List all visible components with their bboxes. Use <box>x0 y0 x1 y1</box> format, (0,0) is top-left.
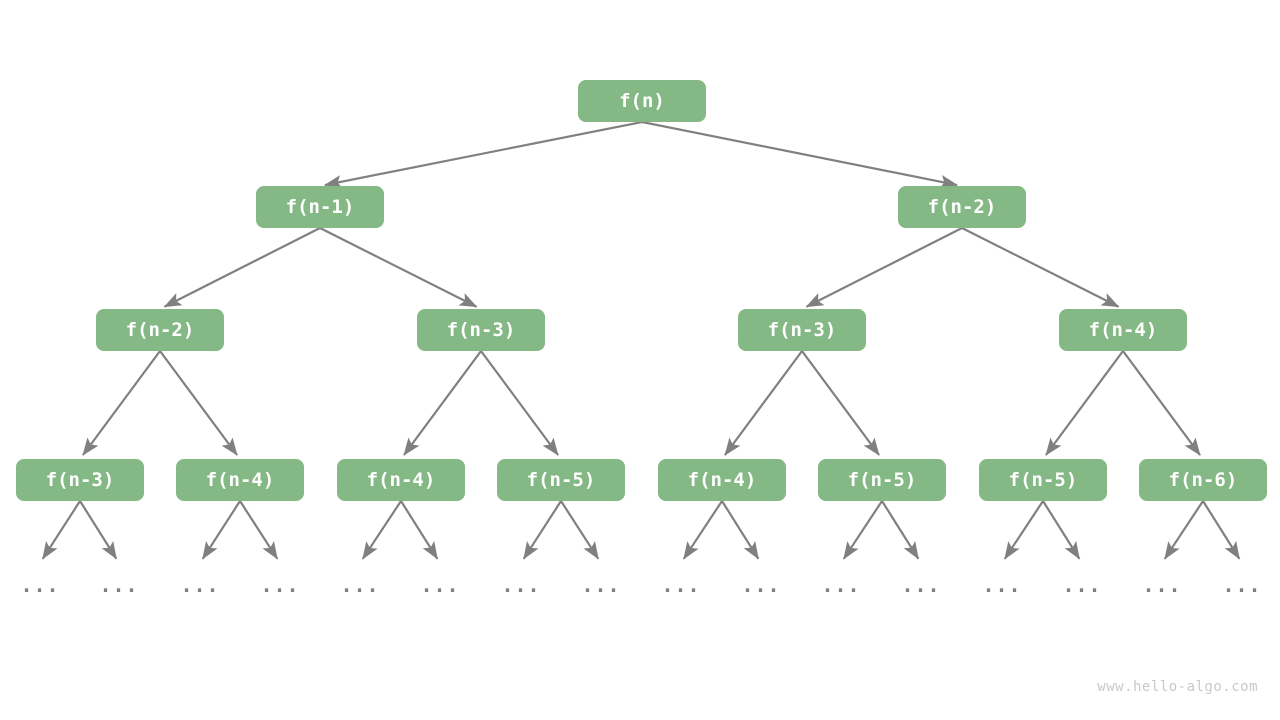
ellipsis-marker: ... <box>99 573 139 597</box>
tree-edge <box>400 500 439 560</box>
tree-node: f(n-3) <box>16 459 144 501</box>
ellipsis-marker: ... <box>982 573 1022 597</box>
tree-edge <box>480 350 559 456</box>
ellipsis-marker: ... <box>501 573 541 597</box>
ellipsis-marker: ... <box>1222 573 1262 597</box>
tree-edge <box>41 500 81 560</box>
ellipsis-marker: ... <box>661 573 701 597</box>
tree-edge <box>1045 350 1124 456</box>
tree-edge <box>801 350 880 456</box>
tree-node: f(n-6) <box>1139 459 1267 501</box>
ellipsis-marker: ... <box>581 573 621 597</box>
tree-edge <box>1122 350 1201 456</box>
tree-edge <box>1042 500 1081 560</box>
tree-node: f(n-5) <box>979 459 1107 501</box>
tree-node: f(n-2) <box>898 186 1026 228</box>
tree-node: f(n) <box>578 80 706 122</box>
tree-node: f(n-4) <box>658 459 786 501</box>
ellipsis-marker: ... <box>180 573 220 597</box>
tree-edge <box>560 500 600 560</box>
tree-edge <box>361 500 402 560</box>
tree-edge <box>721 500 760 560</box>
tree-edge <box>319 227 478 308</box>
tree-edge <box>724 350 803 456</box>
tree-edge <box>805 227 963 308</box>
tree-edge <box>842 500 883 560</box>
tree-node: f(n-1) <box>256 186 384 228</box>
ellipsis-marker: ... <box>420 573 460 597</box>
tree-edge <box>201 500 241 560</box>
tree-edge <box>1163 500 1204 560</box>
tree-node: f(n-4) <box>337 459 465 501</box>
tree-edge <box>881 500 920 560</box>
ellipsis-marker: ... <box>741 573 781 597</box>
tree-edge <box>1003 500 1044 560</box>
tree-edge <box>403 350 482 456</box>
ellipsis-marker: ... <box>20 573 60 597</box>
tree-edge <box>163 227 321 308</box>
tree-edge <box>641 120 958 189</box>
ellipsis-marker: ... <box>260 573 300 597</box>
tree-edge <box>1202 500 1241 560</box>
tree-edge <box>79 500 118 560</box>
tree-node: f(n-4) <box>1059 309 1187 351</box>
ellipsis-marker: ... <box>340 573 380 597</box>
tree-edge <box>239 500 279 560</box>
tree-node: f(n-4) <box>176 459 304 501</box>
tree-node: f(n-2) <box>96 309 224 351</box>
tree-node: f(n-5) <box>497 459 625 501</box>
tree-node: f(n-5) <box>818 459 946 501</box>
ellipsis-marker: ... <box>901 573 941 597</box>
tree-edge <box>82 350 161 456</box>
tree-node: f(n-3) <box>417 309 545 351</box>
ellipsis-marker: ... <box>1142 573 1182 597</box>
tree-edge <box>159 350 238 456</box>
tree-node: f(n-3) <box>738 309 866 351</box>
ellipsis-marker: ... <box>821 573 861 597</box>
tree-edge <box>522 500 562 560</box>
tree-edge <box>324 120 643 189</box>
watermark: www.hello-algo.com <box>1097 679 1258 695</box>
tree-edge <box>961 227 1120 308</box>
ellipsis-marker: ... <box>1062 573 1102 597</box>
tree-edge <box>682 500 723 560</box>
